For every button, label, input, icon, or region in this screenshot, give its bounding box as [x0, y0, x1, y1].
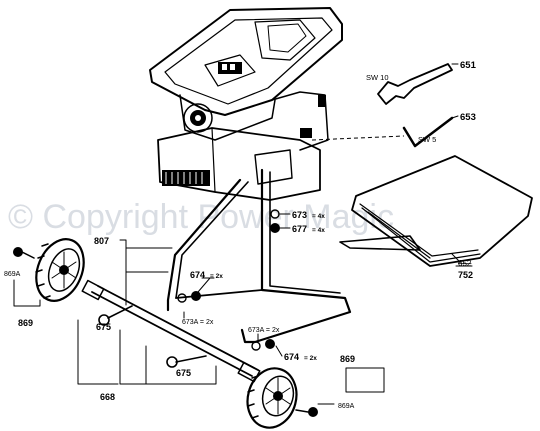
label-869a-left: 869A — [4, 271, 21, 278]
label-674-bottom-qty: = 2x — [304, 355, 317, 362]
wrench-651 — [377, 63, 453, 105]
label-677-qty: = 4x — [312, 227, 325, 234]
washer-673a-top — [177, 291, 201, 303]
label-674-top: 674 — [190, 270, 205, 280]
label-673a-left: 673A = 2x — [182, 319, 214, 326]
frame-807 — [166, 149, 352, 344]
bolt-675-bottom — [166, 355, 207, 368]
watermark-text: © Copyright Power Magic — [8, 198, 394, 236]
label-673: 673 — [292, 210, 307, 220]
label-675-bottom: 675 — [176, 368, 191, 378]
bolt-675-left — [98, 305, 133, 326]
label-668: 668 — [100, 392, 115, 402]
label-674-top-qty: = 2x — [210, 273, 223, 280]
bolt-869a-left — [13, 247, 35, 259]
allen-key-653 — [402, 116, 454, 148]
label-652: 652 — [458, 259, 472, 268]
label-869a-right: 869A — [338, 403, 355, 410]
label-sw10: SW 10 — [366, 73, 389, 82]
label-674-bottom: 674 — [284, 352, 299, 362]
washer-673 — [270, 209, 280, 219]
vent-slots — [162, 170, 210, 186]
nut-677 — [270, 223, 280, 233]
label-675-left: 675 — [96, 322, 111, 332]
right-wheel — [246, 367, 298, 429]
label-651: 651 — [460, 60, 477, 71]
bolt-869a-right — [295, 407, 318, 417]
label-869-right: 869 — [340, 354, 355, 364]
washer-673a-bottom — [251, 339, 275, 351]
label-752: 752 — [458, 270, 473, 280]
callout-labels: 651 SW 10 653 SW 5 673 = 4x 677 = 4x 807… — [4, 60, 477, 410]
label-sw5: SW 5 — [418, 135, 436, 144]
leader-lines — [13, 63, 473, 405]
left-wheel — [35, 238, 85, 302]
label-653: 653 — [460, 112, 476, 123]
label-677: 677 — [292, 224, 307, 234]
shredder-body — [149, 7, 343, 201]
collection-bag-752 — [339, 155, 533, 267]
label-673a-right: 673A = 2x — [248, 327, 280, 334]
label-869-left: 869 — [18, 318, 33, 328]
label-673-qty: = 4x — [312, 213, 325, 220]
label-807: 807 — [94, 236, 109, 246]
